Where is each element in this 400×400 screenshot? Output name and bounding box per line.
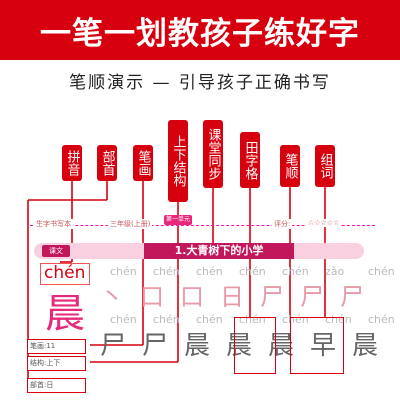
pinyin-cell: chén (110, 313, 137, 326)
pinyin-cell: chén (368, 313, 395, 326)
lesson-title: 1.大青树下的小学 (144, 243, 294, 259)
pinyin-cell: chén (196, 313, 223, 326)
header-mid: 三年级(上册) (108, 219, 153, 229)
label-sync: 课堂同步 (203, 120, 223, 188)
practice-char: 尸 (100, 331, 127, 361)
label-structure: 上下结构 (168, 120, 188, 202)
pinyin-cell: chén (153, 313, 180, 326)
info-strokes: 笔画:11 (27, 339, 86, 354)
worksheet-header: 生字书写本 三年级(上册) 评分: ☆☆☆☆☆ (30, 219, 375, 240)
practice-char: 晨 (352, 331, 379, 361)
order-highlight (290, 317, 344, 374)
practice-char: 晨 (184, 331, 211, 361)
header-left: 生字书写本 (34, 219, 73, 229)
practice-char: 早 (310, 331, 337, 361)
stroke-step: 尸 (260, 283, 284, 311)
grid-highlight (234, 317, 276, 374)
pinyin-cell: chén (368, 265, 395, 278)
pinyin-cell: chén (282, 313, 309, 326)
stroke-step: 日 (220, 283, 244, 311)
pinyin-cell: chén (282, 265, 309, 278)
stroke-step: 尸 (300, 283, 324, 311)
label-radical: 部首 (97, 145, 117, 181)
header-right: 评分: (272, 219, 293, 229)
page-subtitle: 笔顺演示 — 引导孩子正确书写 (69, 73, 331, 93)
label-order: 笔顺 (280, 145, 300, 187)
stroke-step: 丶 (100, 283, 124, 311)
practice-char: 晨 (268, 331, 295, 361)
label-grid: 田字格 (240, 132, 260, 188)
banner-title: 一笔一划教孩子练好字 (0, 0, 400, 60)
header-stars: ☆☆☆☆☆ (306, 219, 342, 227)
pinyin-cell: chén (325, 313, 352, 326)
practice-char: 晨 (226, 331, 253, 361)
info-radical: 部首:日 (27, 378, 86, 393)
pinyin-cell: chén (239, 313, 266, 326)
label-pinyin: 拼音 (62, 145, 82, 181)
stroke-step: 口 (180, 283, 204, 311)
pinyin-cell: chén (110, 265, 137, 278)
label-strokes: 笔画 (133, 145, 153, 181)
main-pinyin: chén (44, 263, 86, 283)
info-structure: 结构:上下 (27, 356, 86, 371)
unit-tag: 第一单元 (164, 215, 192, 225)
stroke-step: 口 (140, 283, 164, 311)
lesson-banner: 课文 1.大青树下的小学 (34, 243, 364, 259)
pinyin-cell: chén (196, 265, 223, 278)
lesson-tag: 课文 (42, 245, 70, 257)
pinyin-cell: chén (239, 265, 266, 278)
pinyin-cell: zǎo (325, 265, 345, 278)
main-character: 晨 (45, 291, 85, 337)
worksheet: 生字书写本 三年级(上册) 评分: ☆☆☆☆☆ 第一单元 课文 1.大青树下的小… (0, 215, 400, 400)
practice-char: 尸 (142, 331, 169, 361)
pinyin-cell: chén (153, 265, 180, 278)
stroke-step: 尸 (340, 283, 364, 311)
main-pinyin-box (40, 263, 90, 285)
label-words: 组词 (315, 145, 335, 187)
